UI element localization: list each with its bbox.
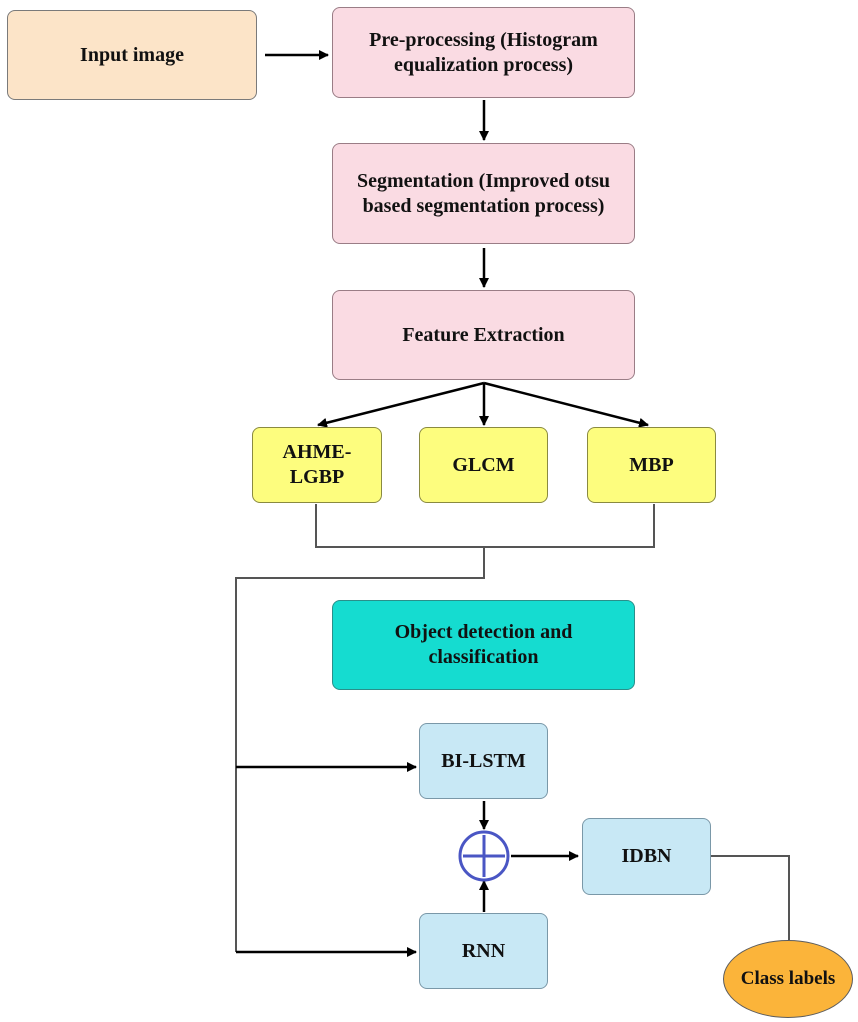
class-labels-oval: Class labels [723, 940, 853, 1018]
ahme-lgbp-box: AHME-LGBP [252, 427, 382, 503]
idbn-box: IDBN [582, 818, 711, 895]
input-image-label: Input image [80, 43, 184, 66]
merge-line-down [235, 547, 485, 952]
object-detection-box: Object detection and classification [332, 600, 635, 690]
rnn-label: RNN [461, 939, 506, 962]
mbp-box: MBP [587, 427, 716, 503]
feature-extraction-box: Feature Extraction [332, 290, 635, 380]
glcm-box: GLCM [419, 427, 548, 503]
class-labels-label: Class labels [740, 968, 836, 989]
mbp-label: MBP [629, 453, 674, 476]
arrow-feature-to-mbp [483, 381, 649, 428]
idbn-label: IDBN [621, 845, 672, 867]
segmentation-box: Segmentation (Improved otsu based segmen… [332, 143, 635, 244]
bi-lstm-label: BI-LSTM [441, 749, 526, 772]
arrow-feature-to-ahme-lgbp [317, 381, 485, 428]
bi-lstm-box: BI-LSTM [419, 723, 548, 799]
line-idbn-to-class-labels [711, 855, 790, 940]
ahme-lgbp-label: AHME-LGBP [282, 441, 352, 488]
merge-line-features [315, 504, 655, 548]
rnn-box: RNN [419, 913, 548, 989]
object-detection-label: Object detection and classification [394, 621, 573, 668]
circled-plus-icon [458, 830, 510, 882]
feature-extraction-label: Feature Extraction [402, 323, 565, 346]
preprocessing-box: Pre-processing (Histogram equalization p… [332, 7, 635, 98]
segmentation-label: Segmentation (Improved otsu based segmen… [357, 169, 610, 217]
input-image-box: Input image [7, 10, 257, 100]
glcm-label: GLCM [452, 453, 515, 476]
preprocessing-label: Pre-processing (Histogram equalization p… [369, 28, 598, 76]
